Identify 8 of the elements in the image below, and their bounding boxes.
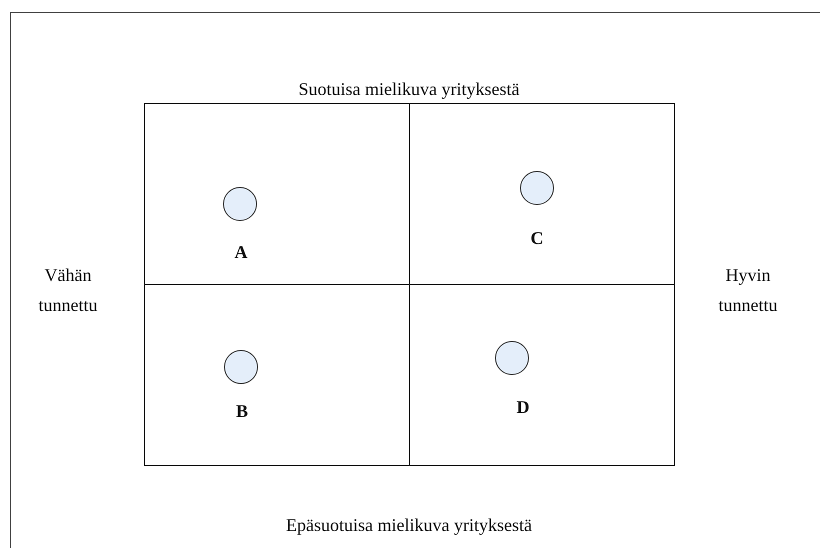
point-label: B [234,401,249,421]
point-label: D [516,397,530,417]
axis-label: Vähän tunnettu [38,264,98,317]
axis-label: Suotuisa mielikuva yrityksestä [298,78,520,101]
point-label: C [530,228,544,248]
axis-label: Hyvin tunnettu [718,264,778,317]
axis-label: Epäsuotuisa mielikuva yrityksestä [285,514,533,537]
point-label: A [234,242,248,262]
